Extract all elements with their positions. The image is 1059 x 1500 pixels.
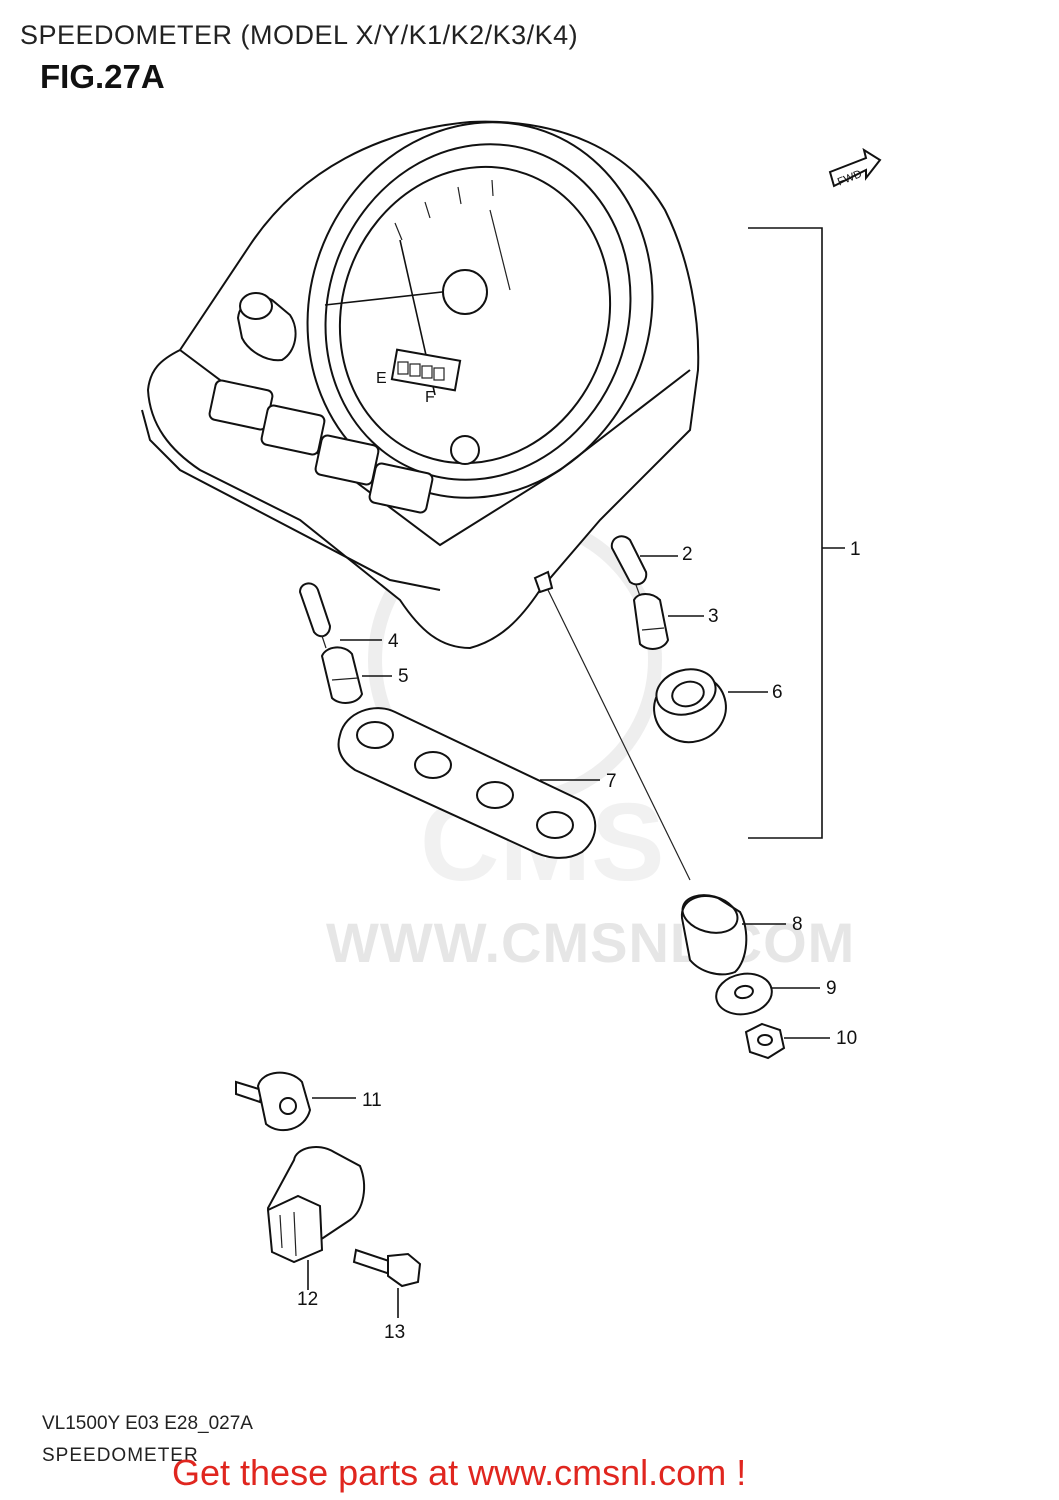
callout-6: 6: [772, 682, 783, 703]
callout-9: 9: [826, 978, 837, 999]
callout-12: 12: [297, 1289, 318, 1310]
callout-2: 2: [682, 544, 693, 565]
watermark-url: WWW.CMSNL.COM: [326, 911, 856, 974]
part-10-nut: [744, 1022, 786, 1060]
gauge-empty-label: E: [376, 370, 387, 387]
callout-10: 10: [836, 1028, 857, 1049]
part-9-washer: [715, 972, 773, 1016]
diagram-name: SPEEDOMETER: [42, 1445, 199, 1466]
figure-number: FIG.27A: [40, 58, 165, 95]
callout-8: 8: [792, 914, 803, 935]
callout-11: 11: [362, 1090, 382, 1111]
callout-1: 1: [850, 539, 861, 560]
part-8-cushion: [680, 894, 748, 976]
part-11-screw: [235, 1071, 312, 1132]
callout-7: 7: [606, 771, 617, 792]
part-13-bolt: [352, 1248, 422, 1288]
callout-13: 13: [384, 1322, 405, 1343]
part-5-socket: [320, 646, 364, 704]
part-4-bulb: [298, 582, 332, 649]
callout-4: 4: [388, 631, 399, 652]
part-7-cushion: [337, 707, 597, 859]
part-6-grommet: [653, 668, 727, 744]
bracket-1: [748, 227, 823, 839]
callout-5: 5: [398, 666, 409, 687]
promo-link-text[interactable]: Get these parts at www.cmsnl.com !: [172, 1452, 747, 1493]
part-12-sensor: [266, 1145, 366, 1264]
callout-3: 3: [708, 606, 719, 627]
fwd-arrow-icon: FWD: [828, 147, 882, 189]
part-3-socket: [632, 593, 670, 650]
diagram-code: VL1500Y E03 E28_027A: [42, 1413, 253, 1434]
part-1-speedometer-assembly: E F: [141, 120, 700, 881]
diagram-title: SPEEDOMETER (MODEL X/Y/K1/K2/K3/K4): [20, 20, 579, 50]
gauge-full-label: F: [425, 389, 435, 406]
